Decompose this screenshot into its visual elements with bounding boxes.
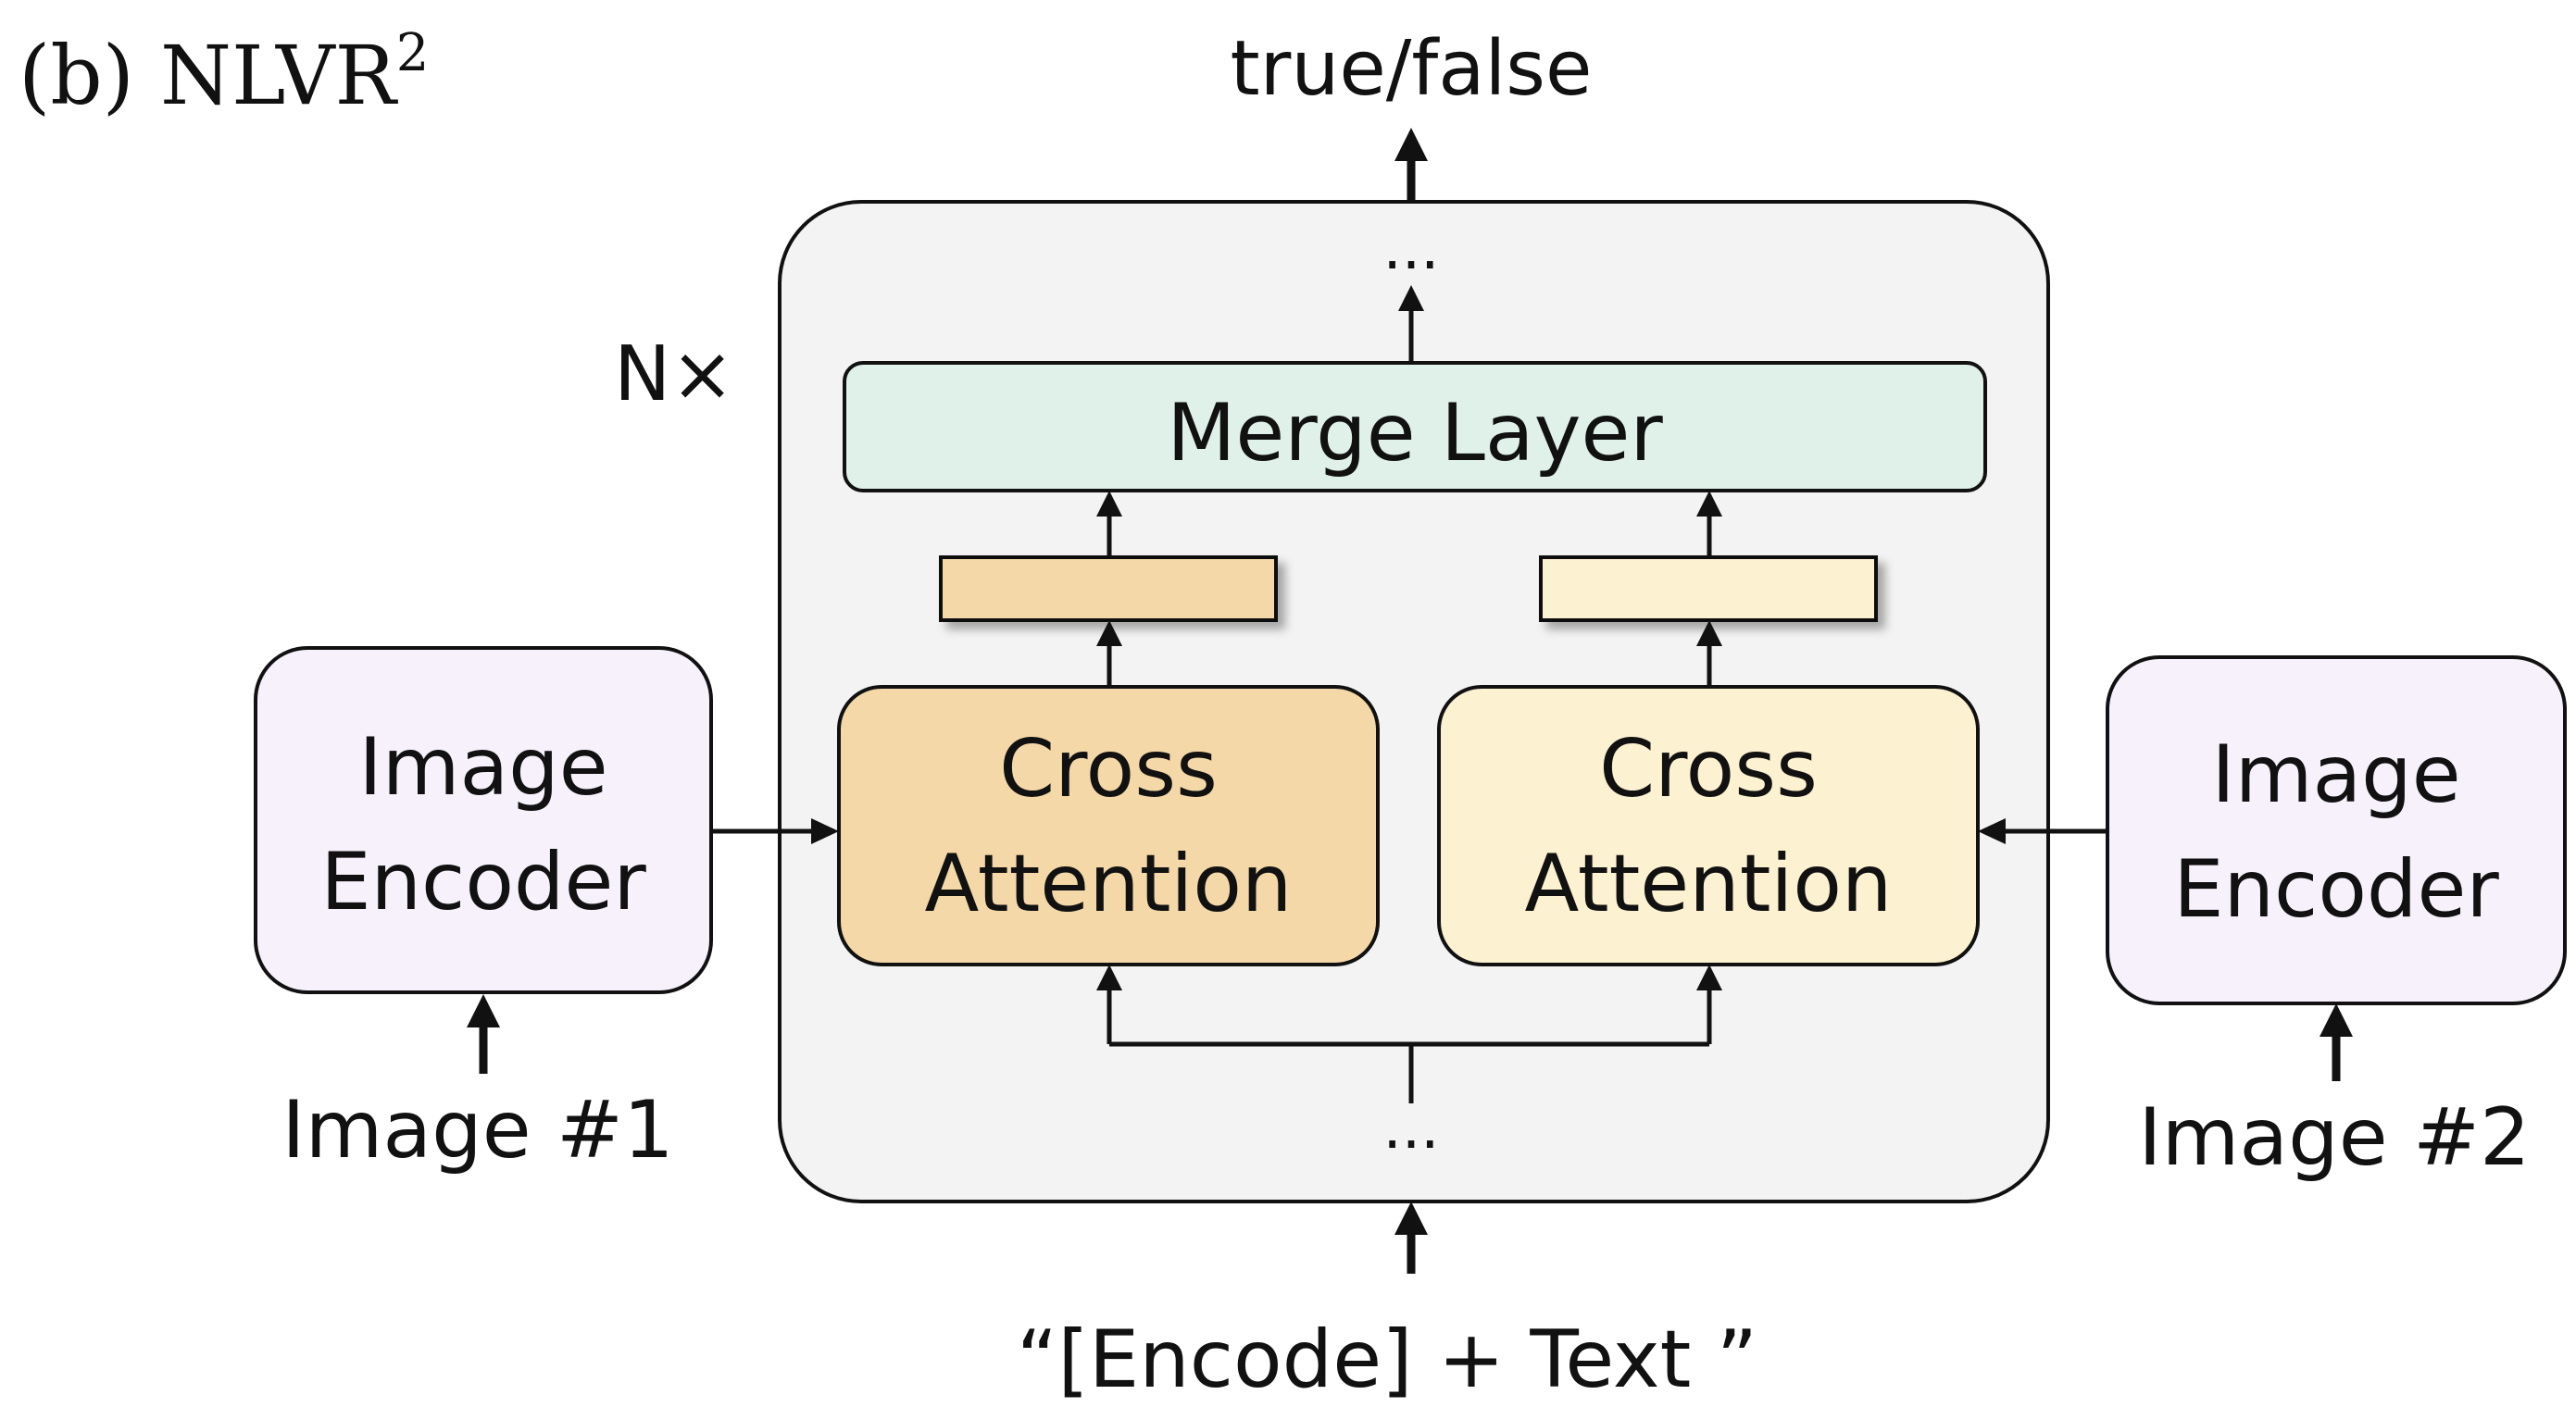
cross-attention-left-line1: Cross [999, 723, 1218, 816]
text-branch-connector [1096, 965, 1722, 1103]
cross-attention-right-line2: Attention [1525, 838, 1893, 930]
image-encoder-left-box [254, 646, 713, 994]
merge-to-ellipsis-arrow [1398, 285, 1424, 363]
text-input-arrow [1394, 1202, 1428, 1274]
image-2-label: Image #2 [2138, 1091, 2530, 1184]
feature-left-to-merge-arrow [1096, 491, 1122, 557]
merge-layer-box [843, 361, 1987, 492]
merge-layer-label: Merge Layer [1167, 387, 1663, 479]
text-input-label: “[Encode] + Text ” [1017, 1314, 1757, 1406]
image-1-label: Image #1 [281, 1084, 673, 1177]
image-1-input-arrow [467, 994, 500, 1074]
image-encoder-right-to-cross-attention-arrow [1978, 818, 2107, 844]
feature-bar-left [939, 555, 1278, 622]
cross-attention-left-to-feature-arrow [1096, 620, 1122, 687]
image-encoder-right-line2: Encoder [2173, 843, 2499, 936]
feature-bar-right [1539, 555, 1878, 622]
ellipsis-top: ... [1382, 215, 1439, 283]
ellipsis-bottom: ... [1382, 1094, 1439, 1163]
image-encoder-left-to-cross-attention-arrow [711, 818, 839, 844]
image-encoder-right-box [2106, 655, 2567, 1005]
image-encoder-left-line2: Encoder [320, 836, 646, 928]
image-2-input-arrow [2320, 1003, 2353, 1081]
output-arrow [1394, 128, 1428, 202]
cross-attention-right-to-feature-arrow [1696, 620, 1722, 687]
feature-right-to-merge-arrow [1696, 491, 1722, 557]
cross-attention-right-line1: Cross [1599, 723, 1818, 816]
repeat-count-label: N× [614, 330, 734, 418]
figure-title-main: (b) NLVR [19, 28, 399, 123]
output-label: true/false [1231, 25, 1593, 113]
image-encoder-right-line1: Image [2211, 728, 2460, 821]
figure-title: (b) NLVR2 [19, 23, 429, 123]
figure-title-superscript: 2 [396, 23, 430, 83]
cross-attention-left-line2: Attention [925, 838, 1293, 930]
image-encoder-left-line1: Image [358, 721, 607, 814]
